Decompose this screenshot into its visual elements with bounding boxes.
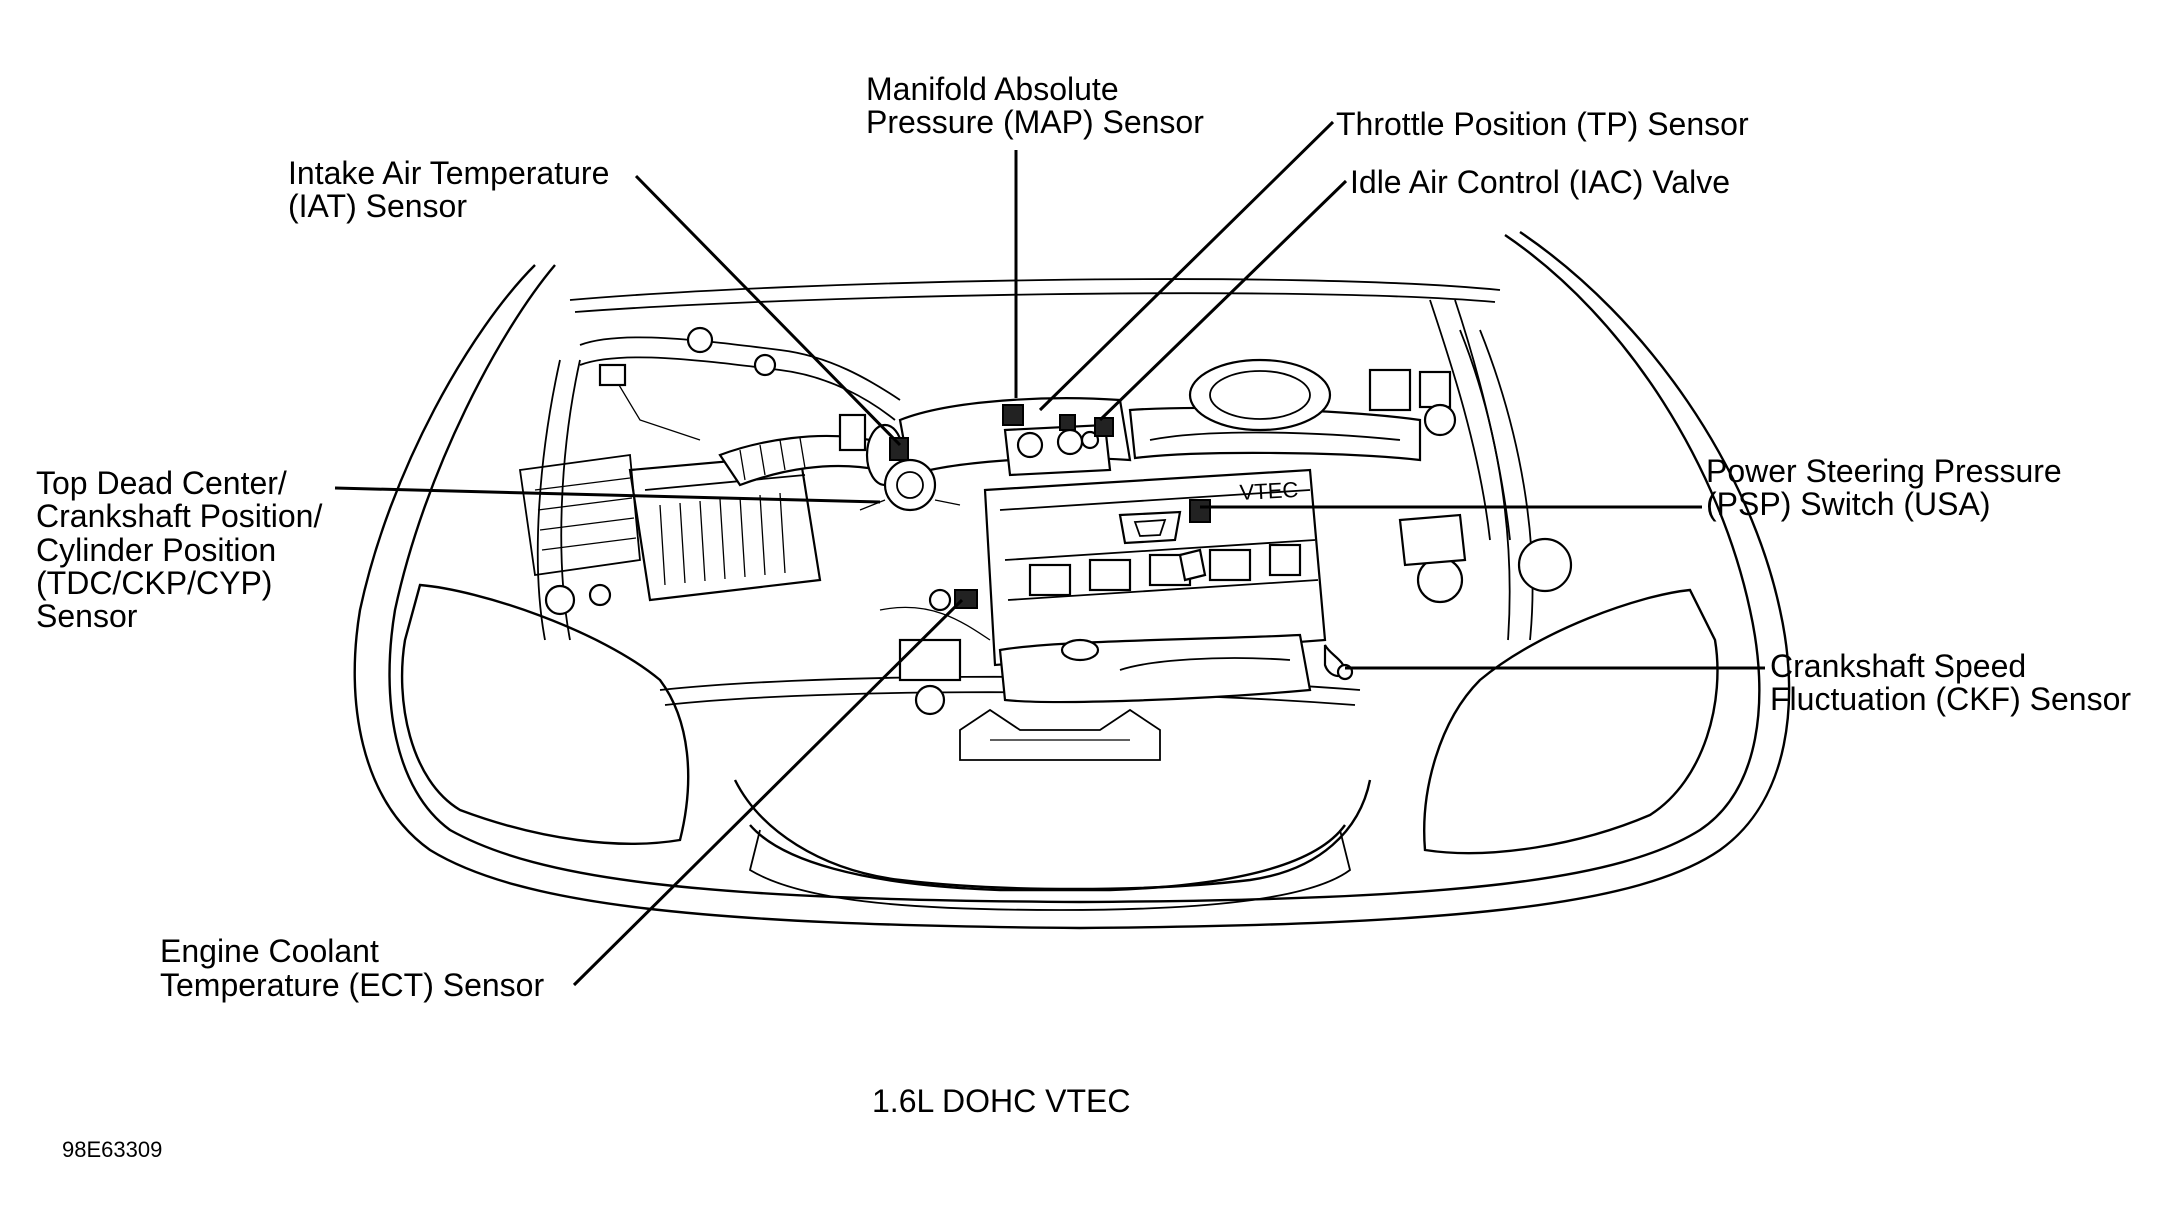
iat-sensor-component [838,413,909,461]
leader-iac [1098,179,1348,422]
left-headlight [400,583,690,845]
label-psp-line1: Power Steering Pressure [1706,453,2062,489]
label-psp-line2: (PSP) Switch (USA) [1706,486,1990,522]
leader-ect [572,598,964,987]
label-tdc-line3: Cylinder Position [36,532,276,568]
label-tp: Throttle Position (TP) Sensor [1336,106,1749,142]
label-ckf-line2: Fluctuation (CKF) Sensor [1770,681,2131,717]
ckf-sensor-component [1323,644,1354,681]
label-iat-line2: (IAT) Sensor [288,188,467,224]
label-tdc-line1: Top Dead Center/ [36,465,287,501]
distributor [859,458,961,512]
label-tdc-line2: Crankshaft Position/ [36,498,322,534]
intake-duct [718,423,905,487]
diagram-caption: 1.6L DOHC VTEC [872,1083,1130,1119]
label-iac: Idle Air Control (IAC) Valve [1350,164,1730,200]
front-grille [733,708,1372,911]
throttle-body [1002,404,1114,477]
right-headlight [1423,588,1719,855]
label-tdc-line4: (TDC/CKP/CYP) [36,565,272,601]
left-wiring-harness [579,326,901,441]
brake-master-cylinder [1188,358,1457,437]
label-map-line2: Pressure (MAP) Sensor [866,104,1204,140]
label-iat-line1: Intake Air Temperature [288,155,609,191]
label-ckf-line1: Crankshaft Speed [1770,648,2026,684]
label-ect-line2: Temperature (ECT) Sensor [160,967,544,1003]
label-tdc-line5: Sensor [36,598,138,634]
engine-emblem: VTEC [1239,477,1299,505]
intake-manifold [898,397,1422,477]
leader-tdc [334,486,881,504]
label-ect-line1: Engine Coolant [160,933,379,969]
leader-lines [334,120,1765,987]
leader-tp [1038,120,1335,412]
air-cleaner-box [518,453,822,616]
valve-cover: VTEC [983,468,1327,667]
callout-labels: Manifold Absolute Pressure (MAP) Sensor … [36,71,2131,1003]
leader-iat [634,174,902,447]
lower-engine [879,606,1312,716]
figure-id: 98E63309 [62,1137,162,1162]
label-map-line1: Manifold Absolute [866,71,1119,107]
car-body-outline [353,231,1791,930]
